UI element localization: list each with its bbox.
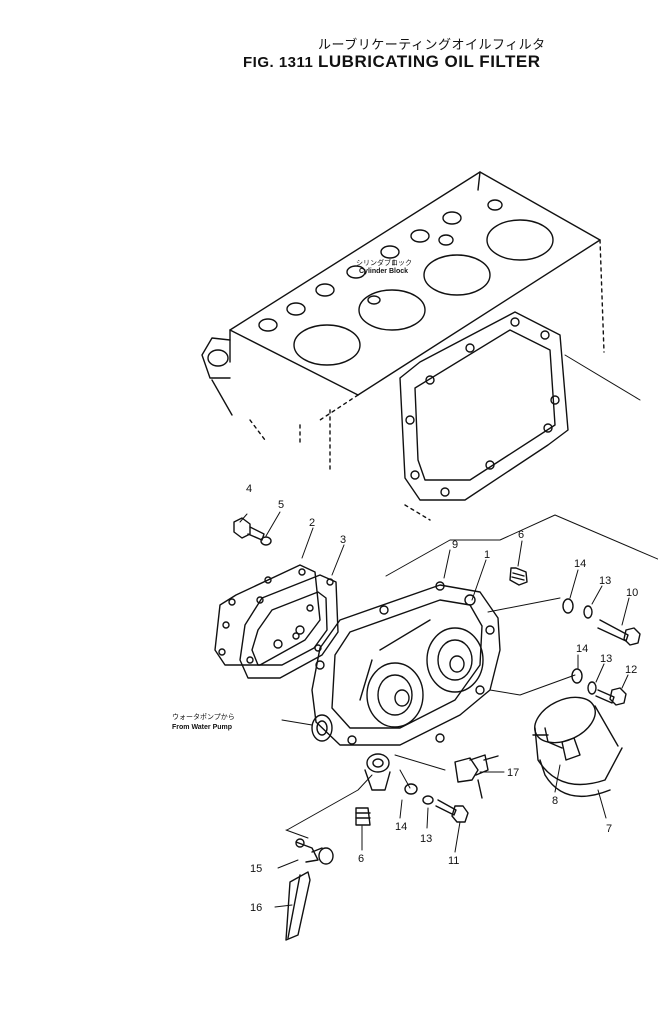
callout-8: 8 xyxy=(552,795,558,807)
callout-14-top: 14 xyxy=(574,558,586,570)
figure-title-japanese: ルーブリケーティングオイルフィルタ xyxy=(318,38,546,53)
callout-1: 1 xyxy=(484,549,490,561)
cylinder-block xyxy=(201,171,605,521)
connector-15 xyxy=(295,838,334,865)
pipe-16 xyxy=(285,871,311,941)
callout-16: 16 xyxy=(250,902,262,914)
callout-6-bottom: 6 xyxy=(358,853,364,865)
callout-13-top: 13 xyxy=(599,575,611,587)
callout-5: 5 xyxy=(278,499,284,511)
callout-13-mid: 13 xyxy=(600,653,612,665)
bolt-4 xyxy=(233,517,265,541)
bolt-10 xyxy=(597,619,641,646)
callout-13-bottom: 13 xyxy=(420,833,432,845)
gasket-plate xyxy=(214,564,321,666)
oil-pressure-switch xyxy=(454,754,499,799)
cylinder-bore xyxy=(358,289,426,331)
washer-14a xyxy=(562,598,574,614)
plug-6-top xyxy=(509,567,528,586)
cylinder-block-label-en: Cylinder Block xyxy=(359,268,408,275)
oil-cooler-cover xyxy=(311,581,501,791)
washer-13b xyxy=(587,681,597,695)
oil-filter-cartridge xyxy=(532,696,623,798)
washer-14c xyxy=(404,783,418,795)
figure-number: FIG. 1311 xyxy=(243,54,314,71)
block-oil-cooler-pad xyxy=(399,311,569,501)
callout-4: 4 xyxy=(246,483,252,495)
washer-13c xyxy=(422,795,434,805)
figure-title-english: LUBRICATING OIL FILTER xyxy=(318,52,541,71)
leader-lines xyxy=(239,259,658,908)
water-pump-label-jp: ウォータポンプから xyxy=(172,712,235,721)
callout-11: 11 xyxy=(448,855,459,867)
callout-3: 3 xyxy=(340,534,346,546)
callout-12: 12 xyxy=(625,664,637,676)
cooler-plate xyxy=(239,574,339,679)
callout-14-bottom: 14 xyxy=(395,821,407,833)
figure-header: ルーブリケーティングオイルフィルタ FIG. 1311 LUBRICATING … xyxy=(0,0,658,80)
plug-6-bottom xyxy=(355,807,371,826)
bolt-12 xyxy=(595,687,627,706)
water-pump-label-en: From Water Pump xyxy=(172,724,232,731)
cylinder-bore xyxy=(293,324,361,366)
bolt-11 xyxy=(435,799,469,823)
callout-2: 2 xyxy=(309,517,315,529)
cylinder-bore xyxy=(486,219,554,261)
callout-15: 15 xyxy=(250,863,262,875)
callout-6-top: 6 xyxy=(518,529,524,541)
callout-14-mid: 14 xyxy=(576,643,588,655)
callout-17: 17 xyxy=(507,767,519,779)
washer-13a xyxy=(583,605,593,619)
callout-10: 10 xyxy=(626,587,638,599)
cylinder-block-label-jp: シリンダブロック xyxy=(356,258,412,267)
callout-7: 7 xyxy=(606,823,612,835)
cylinder-bore xyxy=(423,254,491,296)
washer-5 xyxy=(260,536,272,546)
callout-9: 9 xyxy=(452,539,458,551)
